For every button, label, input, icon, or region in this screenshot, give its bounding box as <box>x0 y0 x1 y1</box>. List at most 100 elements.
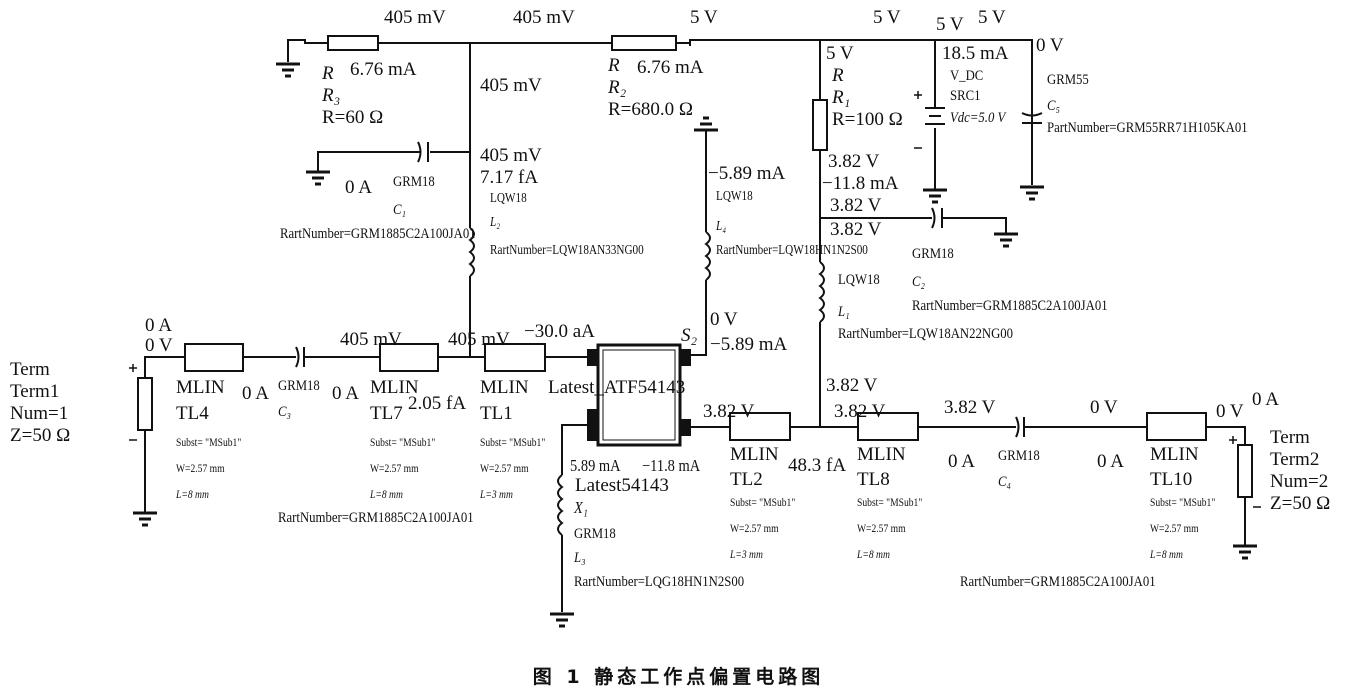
resistor-r2 <box>611 35 677 51</box>
c5-name: C₅ <box>1047 98 1060 114</box>
branch-current: 5.89 mA <box>570 456 621 475</box>
branch-current: 18.5 mA <box>942 43 1009 64</box>
ground-icon <box>133 511 157 527</box>
branch-current: 0 A <box>345 177 372 198</box>
tl10-width: W=2.57 mm <box>1150 521 1199 535</box>
l1-type: LQW18 <box>838 272 880 288</box>
node-voltage: 5 V <box>690 7 718 28</box>
branch-current: −11.8 mA <box>822 173 899 194</box>
node-voltage: 405 mV <box>513 7 575 28</box>
node-voltage: 0 V <box>1216 401 1244 422</box>
term2-type: Term <box>1270 427 1310 448</box>
c3-type: GRM18 <box>278 378 320 394</box>
c4-name: C₄ <box>998 474 1011 490</box>
node-voltage: 5 V <box>936 14 964 35</box>
figure-caption: 图 1 静态工作点偏置电路图 <box>532 666 825 688</box>
ground-icon <box>306 170 330 186</box>
tl1-name: TL1 <box>480 403 513 424</box>
branch-current: −5.89 mA <box>708 163 786 184</box>
l4-part: RartNumber=LQW18HN1N2S00 <box>716 243 868 258</box>
inductor-l2 <box>468 227 475 277</box>
r2-value: R=680.0 Ω <box>608 99 694 120</box>
capacitor-c2 <box>931 207 936 229</box>
branch-current: −5.89 mA <box>710 334 788 355</box>
branch-current: 7.17 fA <box>480 167 539 188</box>
l3-name: L₃ <box>574 550 586 566</box>
mlin-tl4 <box>184 343 244 372</box>
node-voltage: 3.82 V <box>834 401 886 422</box>
term1-num: Num=1 <box>10 403 69 424</box>
capacitor-c3 <box>295 346 300 368</box>
branch-current: −11.8 mA <box>642 456 701 475</box>
ground-icon <box>694 116 718 132</box>
ground-icon <box>276 62 300 78</box>
src1-name: SRC1 <box>950 88 981 104</box>
l2-part: RartNumber=LQW18AN33NG00 <box>490 243 644 258</box>
term1-resistor <box>137 377 153 431</box>
branch-current: 0 A <box>1097 451 1124 472</box>
tl4-width: W=2.57 mm <box>176 461 225 475</box>
c1-type: GRM18 <box>393 174 435 190</box>
tl4-length: L=8 mm <box>176 487 209 501</box>
l2-name: L₂ <box>490 215 501 230</box>
src1-value: Vdc=5.0 V <box>950 110 1006 126</box>
node-voltage: 3.82 V <box>828 151 880 172</box>
r2-type: R <box>608 55 620 76</box>
mlin-tl7 <box>379 343 439 372</box>
branch-current: 0 A <box>1252 389 1279 410</box>
c2-name: C₂ <box>912 274 925 290</box>
tl7-length: L=8 mm <box>370 487 403 501</box>
r2-name: R₂ <box>608 77 627 98</box>
ground-icon <box>923 188 947 204</box>
term2-z: Z=50 Ω <box>1270 493 1331 514</box>
wire-source <box>557 424 588 612</box>
resistor-r1 <box>812 99 828 151</box>
mlin-tl8 <box>857 412 919 441</box>
tl2-width: W=2.57 mm <box>730 521 779 535</box>
node-voltage: 5 V <box>978 7 1006 28</box>
term2-resistor <box>1237 444 1253 498</box>
tl4-type: MLIN <box>176 377 225 398</box>
node-voltage: 405 mV <box>480 75 542 96</box>
tl2-type: MLIN <box>730 444 779 465</box>
capacitor-c4 <box>1015 416 1020 438</box>
branch-current: 0 A <box>242 383 269 404</box>
tl2-name: TL2 <box>730 469 763 490</box>
l1-name: L₁ <box>838 304 850 320</box>
c2-type: GRM18 <box>912 246 954 262</box>
battery-src1 <box>925 107 945 125</box>
tl1-length: L=3 mm <box>480 487 513 501</box>
c1-name: C₁ <box>393 202 406 218</box>
inductor-l3 <box>557 474 564 536</box>
c5-type: GRM55 <box>1047 72 1089 88</box>
s2-label: S₂ <box>681 325 698 346</box>
node-voltage: 3.82 V <box>944 397 996 418</box>
node-voltage: 0 V <box>145 335 173 356</box>
node-voltage: 405 mV <box>384 7 446 28</box>
src1-type: V_DC <box>950 68 984 84</box>
c1-part: RartNumber=GRM1885C2A100JA01 <box>280 226 476 242</box>
c3-name: C₃ <box>278 404 291 420</box>
tl10-name: TL10 <box>1150 469 1193 490</box>
l1-part: RartNumber=LQW18AN22NG00 <box>838 326 1014 342</box>
tl2-length: L=3 mm <box>730 547 763 561</box>
tl10-type: MLIN <box>1150 444 1199 465</box>
r1-name: R₁ <box>832 87 851 108</box>
c4-type: GRM18 <box>998 448 1040 464</box>
node-voltage: 3.82 V <box>703 401 755 422</box>
c3-part: RartNumber=GRM1885C2A100JA01 <box>278 510 474 526</box>
c4-part: RartNumber=GRM1885C2A100JA01 <box>960 574 1156 590</box>
term1-type: Term <box>10 359 50 380</box>
tl7-type: MLIN <box>370 377 419 398</box>
tl10-subst: Subst= "MSub1" <box>1150 495 1216 509</box>
ground-symbols <box>133 62 1257 628</box>
l4-name: L₄ <box>716 219 727 234</box>
tl1-subst: Subst= "MSub1" <box>480 435 546 449</box>
tl4-subst: Subst= "MSub1" <box>176 435 242 449</box>
branch-current: 48.3 fA <box>788 455 847 476</box>
branch-current: 2.05 fA <box>408 393 467 414</box>
branch-current: 0 A <box>948 451 975 472</box>
node-voltage: 0 V <box>710 309 738 330</box>
